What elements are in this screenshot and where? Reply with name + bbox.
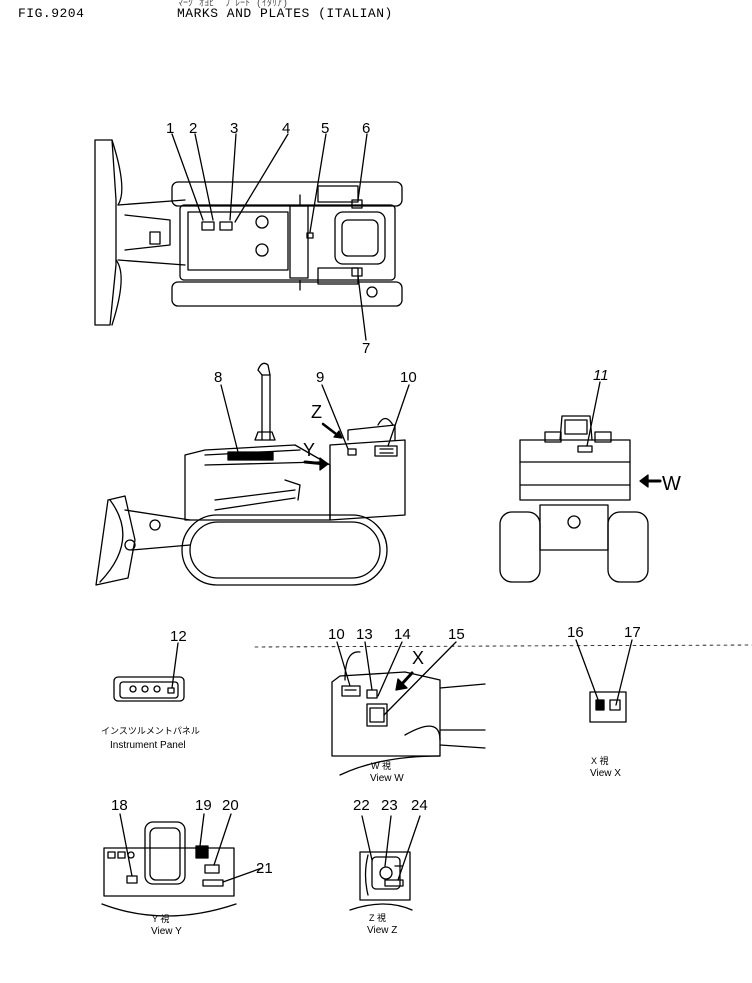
callout-13: 13 xyxy=(356,626,373,643)
callout-24: 24 xyxy=(411,797,428,814)
callout-2: 2 xyxy=(189,120,197,137)
callout-10: 10 xyxy=(400,369,417,386)
figure-title: MARKS AND PLATES (ITALIAN) xyxy=(177,6,393,21)
arrow-label-y: Y xyxy=(303,440,315,460)
caption-view-y: View Y xyxy=(151,926,182,937)
caption-view-z-jp: Z 視 xyxy=(369,912,386,923)
callout-5: 5 xyxy=(321,120,329,137)
side-view-dozer xyxy=(95,362,410,586)
callout-8: 8 xyxy=(214,369,222,386)
caption-view-x: View X xyxy=(590,768,621,779)
arrow-label-z: Z xyxy=(311,402,322,422)
callout-9: 9 xyxy=(316,369,324,386)
callout-18: 18 xyxy=(111,797,128,814)
callout-14: 14 xyxy=(394,626,411,643)
callout-7: 7 xyxy=(362,340,370,357)
caption-view-x-jp: X 視 xyxy=(591,755,609,766)
callout-15: 15 xyxy=(448,626,465,643)
caption-instrument-panel: Instrument Panel xyxy=(110,740,186,751)
caption-view-w-jp: W 視 xyxy=(371,760,391,771)
callout-16: 16 xyxy=(567,624,584,641)
caption-view-w: View W xyxy=(370,773,404,784)
callout-numbers: 1 2 3 4 5 6 7 8 9 10 11 12 10 13 14 15 1… xyxy=(101,120,681,937)
figure-title-japanese: ﾏｰｸ ｵﾖﾋﾞ ﾌﾟﾚｰﾄ (ｲﾀﾘｱ) xyxy=(178,0,289,10)
view-z-detail xyxy=(349,815,421,911)
figure-number: FIG.9204 xyxy=(18,6,85,21)
callout-20: 20 xyxy=(222,797,239,814)
arrow-label-w: W xyxy=(662,473,681,495)
caption-view-y-jp: Y 視 xyxy=(152,913,169,924)
caption-instrument-panel-jp: インスツルメントパネル xyxy=(101,726,200,736)
callout-11: 11 xyxy=(593,367,609,384)
callout-23: 23 xyxy=(381,797,398,814)
callout-4: 4 xyxy=(282,120,290,137)
instrument-panel-detail xyxy=(113,642,185,702)
callout-22: 22 xyxy=(353,797,370,814)
view-w-detail xyxy=(331,641,486,776)
callout-12: 12 xyxy=(170,628,187,645)
top-view-dozer xyxy=(94,133,403,341)
callout-17: 17 xyxy=(624,624,641,641)
caption-view-z: View Z xyxy=(367,925,397,936)
arrow-label-x: X xyxy=(412,648,424,668)
rear-view-dozer xyxy=(499,381,662,583)
callout-21: 21 xyxy=(256,860,273,877)
view-y-detail xyxy=(101,813,263,917)
callout-10-view-w: 10 xyxy=(328,626,345,643)
view-x-detail xyxy=(575,639,633,723)
callout-19: 19 xyxy=(195,797,212,814)
callout-6: 6 xyxy=(362,120,370,137)
callout-1: 1 xyxy=(166,120,174,137)
callout-3: 3 xyxy=(230,120,238,137)
